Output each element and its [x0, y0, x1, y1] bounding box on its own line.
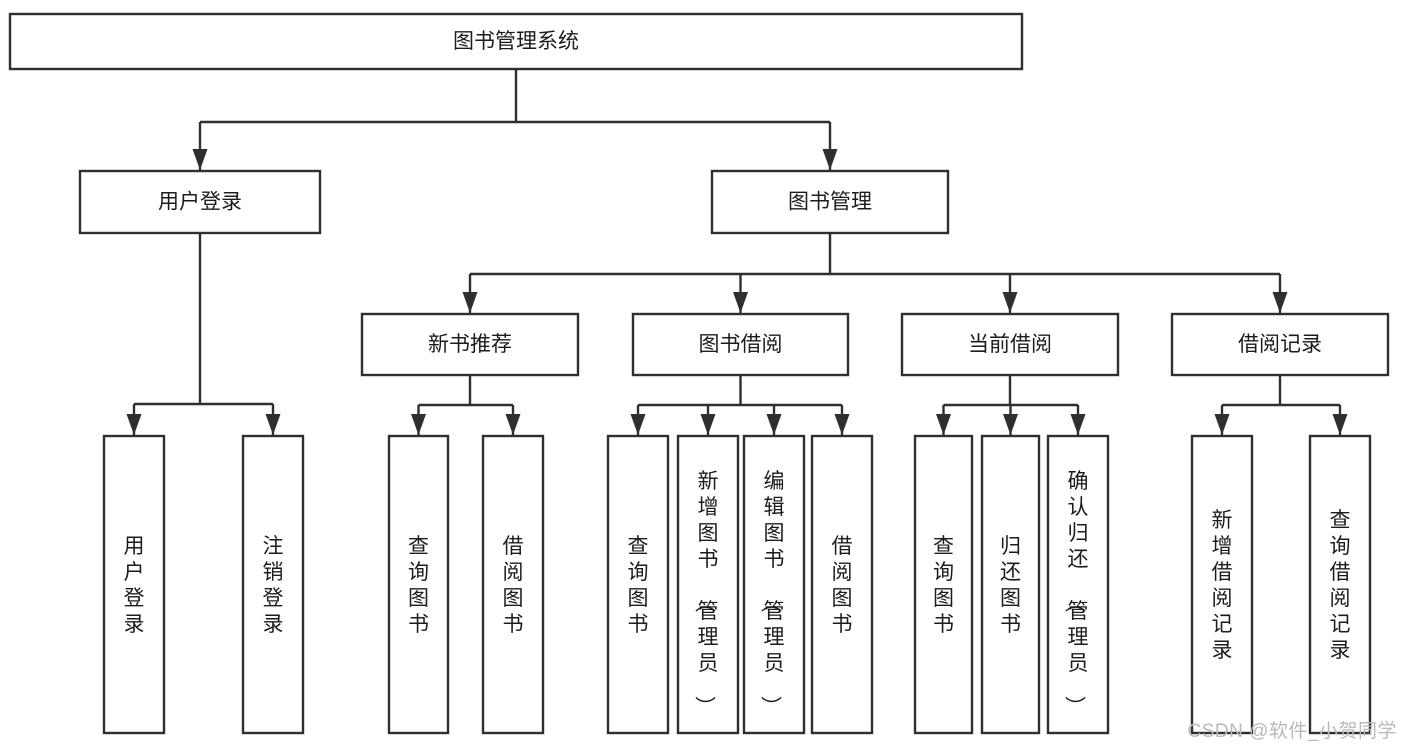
arrow-head-icon	[1070, 414, 1086, 435]
node-layer: 图书管理系统用户登录图书管理新书推荐图书借阅当前借阅借阅记录用户登录注销登录查询…	[8, 12, 1390, 735]
arrow-head-icon	[1332, 414, 1348, 435]
node-label: 图书管理系统	[453, 30, 579, 53]
diagram-node[interactable]: 图书借阅	[631, 312, 850, 377]
node-label: 图书借阅	[699, 333, 783, 356]
node-label: 查询图书	[933, 535, 954, 636]
diagram-node[interactable]: 新书推荐	[360, 312, 580, 377]
node-box	[900, 312, 1120, 377]
node-label: 编辑图书（管理员）	[759, 470, 785, 717]
diagram-node[interactable]: 借阅图书	[810, 434, 874, 735]
arrow-head-icon	[630, 414, 646, 435]
node-label: 归还图书	[1000, 535, 1021, 636]
node-label: 借阅记录	[1238, 333, 1322, 356]
diagram-node[interactable]: 当前借阅	[900, 312, 1120, 377]
csdn-watermark: CSDN @软件_小贺同学	[1187, 721, 1397, 742]
node-label: 注销登录	[263, 535, 284, 636]
diagram-node[interactable]: 查询图书	[606, 434, 670, 735]
arrow-head-icon	[462, 292, 478, 313]
node-label: 当前借阅	[968, 333, 1052, 356]
arrow-head-icon	[1272, 292, 1288, 313]
node-label: 查询借阅记录	[1330, 509, 1351, 662]
node-box	[631, 312, 850, 377]
node-label: 借阅图书	[832, 535, 853, 636]
node-box	[78, 169, 322, 235]
node-label: 用户登录	[158, 191, 242, 214]
arrow-head-icon	[834, 414, 850, 435]
node-label: 图书管理	[788, 191, 872, 214]
node-label: 查询图书	[628, 535, 649, 636]
connector-layer	[126, 69, 1348, 435]
diagram-node[interactable]: 借阅记录	[1170, 312, 1390, 377]
node-box	[810, 434, 874, 735]
diagram-node[interactable]: 归还图书	[980, 434, 1041, 735]
arrow-head-icon	[1002, 292, 1018, 313]
node-box	[360, 312, 580, 377]
diagram-node[interactable]: 用户登录	[102, 434, 166, 735]
node-box	[387, 434, 450, 735]
node-box	[1170, 312, 1390, 377]
node-box	[481, 434, 545, 735]
arrow-head-icon	[265, 414, 281, 435]
arrow-head-icon	[1003, 414, 1018, 435]
diagram-node[interactable]: 查询借阅记录	[1308, 434, 1372, 735]
arrow-head-icon	[126, 414, 142, 435]
node-box	[241, 434, 305, 735]
node-box	[980, 434, 1041, 735]
arrow-head-icon	[700, 414, 716, 435]
node-label: 新增借阅记录	[1212, 509, 1233, 662]
arrow-head-icon	[411, 414, 426, 435]
node-box	[710, 169, 950, 235]
node-label: 用户登录	[124, 535, 145, 636]
node-box	[606, 434, 670, 735]
diagram-node[interactable]: 新增图书（管理员）	[676, 434, 740, 735]
diagram-node[interactable]: 图书管理系统	[8, 12, 1024, 71]
node-box	[742, 434, 806, 735]
arrow-head-icon	[192, 149, 208, 170]
node-box	[1308, 434, 1372, 735]
arrow-head-icon	[1214, 414, 1230, 435]
diagram-node[interactable]: 注销登录	[241, 434, 305, 735]
diagram-node[interactable]: 用户登录	[78, 169, 322, 235]
node-label: 借阅图书	[503, 535, 524, 636]
arrow-head-icon	[766, 414, 782, 435]
diagram-node[interactable]: 新增借阅记录	[1190, 434, 1254, 735]
diagram-node[interactable]: 编辑图书（管理员）	[742, 434, 806, 735]
diagram-node[interactable]: 图书管理	[710, 169, 950, 235]
node-box	[8, 12, 1024, 71]
node-label: 新书推荐	[428, 333, 512, 356]
diagram-node[interactable]: 查询图书	[387, 434, 450, 735]
diagram-node[interactable]: 借阅图书	[481, 434, 545, 735]
node-box	[913, 434, 974, 735]
node-box	[1190, 434, 1254, 735]
arrow-head-icon	[936, 414, 951, 435]
arrow-head-icon	[733, 292, 748, 313]
arrow-head-icon	[822, 149, 838, 170]
node-box	[676, 434, 740, 735]
diagram-node[interactable]: 查询图书	[913, 434, 974, 735]
arrow-head-icon	[505, 414, 521, 435]
diagram-node[interactable]: 确认归还（管理员）	[1046, 434, 1110, 735]
node-label: 新增图书（管理员）	[693, 470, 719, 717]
node-label: 查询图书	[408, 535, 429, 636]
node-box	[102, 434, 166, 735]
node-label: 确认归还（管理员）	[1063, 470, 1089, 717]
node-box	[1046, 434, 1110, 735]
